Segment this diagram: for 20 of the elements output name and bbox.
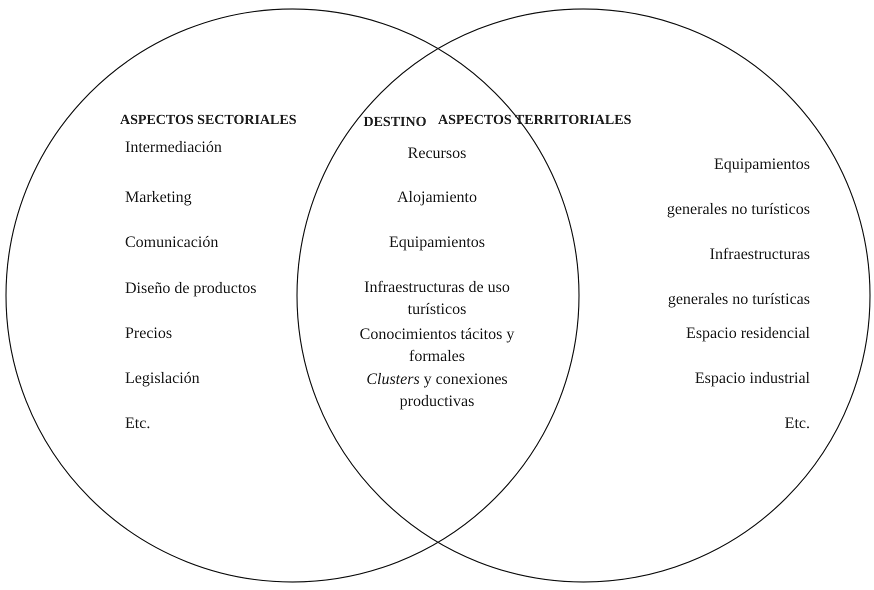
list-item: Intermediación [125,138,223,158]
list-item: Espacio industrial [694,369,810,389]
list-item: Precios [125,324,174,344]
intersection-item: Clusters y conexiones productivas [365,370,509,412]
intersection-item: Recursos [406,144,468,164]
intersection-item: Alojamiento [396,188,478,208]
list-item: Etc. [125,414,152,434]
list-item: Legislación [125,369,201,389]
list-item: Espacio residencial [685,324,810,344]
list-item: Etc. [784,414,810,434]
intersection-item: Equipamientos [388,233,486,253]
intersection-item: Infraestructuras de uso turísticos [363,278,511,320]
list-item: Infraestructuras generales no turísticas [666,245,810,310]
intersection-heading: DESTINO [362,114,428,132]
set-circle [296,8,871,583]
list-item: Comunicación [125,233,220,253]
list-item: Diseño de productos [125,279,258,299]
list-item: Equipamientos generales no turísticos [666,155,810,220]
list-item: Marketing [125,188,193,208]
set-heading: ASPECTOS SECTORIALES [120,112,296,130]
